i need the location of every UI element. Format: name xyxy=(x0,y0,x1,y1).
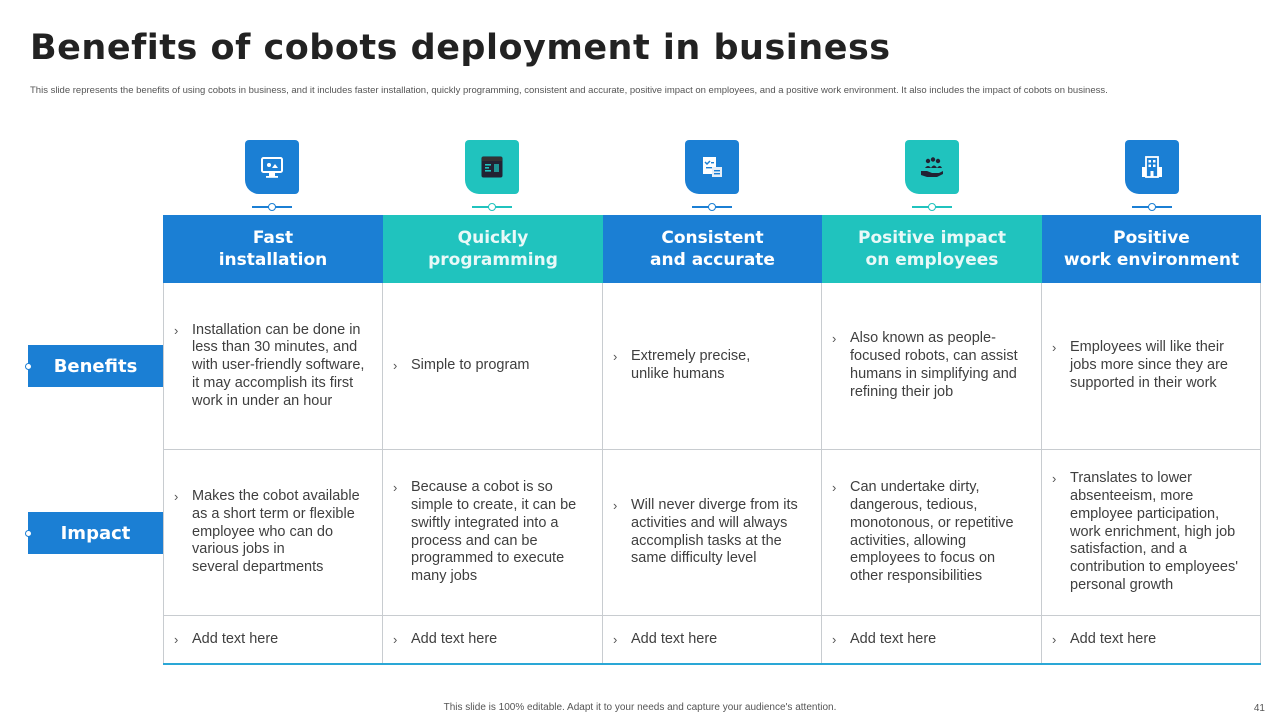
table-cell: ›Can undertake dirty, dangerous, tedious… xyxy=(822,450,1042,616)
connector-5 xyxy=(1132,203,1172,211)
chevron-right-icon: › xyxy=(174,489,179,504)
row-label-impact: Impact xyxy=(25,512,163,554)
chevron-right-icon: › xyxy=(613,349,618,365)
code-window-icon xyxy=(465,140,519,194)
slide-title: Benefits of cobots deployment in busines… xyxy=(30,28,891,68)
table-cell: ›Will never diverge from its activities … xyxy=(603,450,822,616)
chevron-right-icon: › xyxy=(174,322,179,338)
chevron-right-icon: › xyxy=(613,631,618,647)
chevron-right-icon: › xyxy=(832,480,837,496)
column-header-positive-impact: Positive impact on employees xyxy=(822,215,1042,283)
connector-dot xyxy=(25,530,32,537)
column-header-consistent-accurate: Consistent and accurate xyxy=(603,215,822,283)
connector-4 xyxy=(912,203,952,211)
page-number: 41 xyxy=(1253,703,1265,714)
chevron-right-icon: › xyxy=(1052,631,1057,647)
chevron-right-icon: › xyxy=(832,331,837,347)
connector-dot xyxy=(25,363,32,370)
slide-subtitle: This slide represents the benefits of us… xyxy=(30,85,1108,96)
table-cell: ›Add text here xyxy=(383,616,603,663)
table-cell: ›Also known as people- focused robots, c… xyxy=(822,283,1042,450)
table-cell: ›Translates to lower absenteeism, more e… xyxy=(1042,450,1261,616)
column-header-fast-installation: Fast installation xyxy=(163,215,383,283)
table-cell: ›Simple to program xyxy=(383,283,603,450)
table-cell: ›Add text here xyxy=(822,616,1042,663)
slide-footer: This slide is 100% editable. Adapt it to… xyxy=(443,702,837,713)
column-header-quickly-programming: Quickly programming xyxy=(383,215,603,283)
table-cell: ›Installation can be done in less than 3… xyxy=(163,283,383,450)
row-label-benefits: Benefits xyxy=(25,345,163,387)
table-cell: ›Add text here xyxy=(603,616,822,663)
table-cell: ›Add text here xyxy=(1042,616,1261,663)
table-cell: ›Because a cobot is so simple to create,… xyxy=(383,450,603,616)
chevron-right-icon: › xyxy=(832,631,837,647)
chevron-right-icon: › xyxy=(393,480,398,496)
table-cell: ›Employees will like their jobs more sin… xyxy=(1042,283,1261,450)
hand-people-icon xyxy=(905,140,959,194)
checklist-icon xyxy=(685,140,739,194)
chevron-right-icon: › xyxy=(393,631,398,647)
chevron-right-icon: › xyxy=(393,358,398,374)
computer-monitor-icon xyxy=(245,140,299,194)
connector-2 xyxy=(472,203,512,211)
chevron-right-icon: › xyxy=(174,631,179,647)
connector-1 xyxy=(252,203,292,211)
chevron-right-icon: › xyxy=(613,497,618,513)
office-building-icon xyxy=(1125,140,1179,194)
table-cell: ›Add text here xyxy=(163,616,383,663)
connector-3 xyxy=(692,203,732,211)
benefits-table: Fast installation Quickly programming Co… xyxy=(163,215,1261,665)
chevron-right-icon: › xyxy=(1052,471,1057,487)
table-cell: ›Extremely precise, unlike humans xyxy=(603,283,822,450)
table-cell: ›Makes the cobot available as a short te… xyxy=(163,450,383,616)
column-header-positive-work-environment: Positive work environment xyxy=(1042,215,1261,283)
chevron-right-icon: › xyxy=(1052,340,1057,356)
